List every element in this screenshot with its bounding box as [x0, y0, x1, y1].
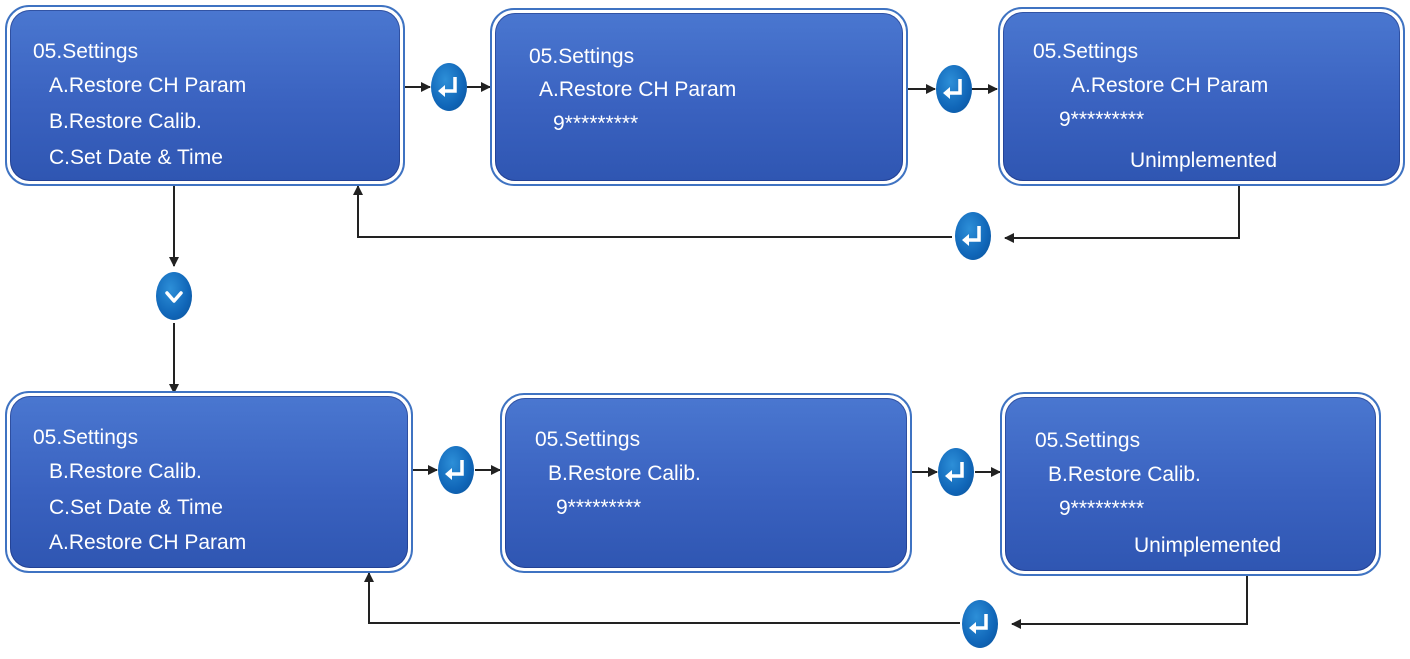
selected-item: B.Restore Calib. [1048, 463, 1201, 486]
arrow-enter6-to-s4 [364, 572, 960, 624]
screen-title: 05.Settings [33, 40, 139, 63]
arrow-s6-to-enter6 [1011, 576, 1248, 629]
lcd-panel: 05.Settings B.Restore Calib. 9********* … [1005, 397, 1376, 571]
status-message: Unimplemented [1134, 534, 1282, 557]
password-field: 9********* [556, 496, 642, 519]
selected-item: A.Restore CH Param [539, 78, 737, 101]
menu-item: A.Restore CH Param [49, 74, 247, 97]
screen-5: 05.Settings B.Restore Calib. 9********* [500, 393, 912, 573]
enter-icon [962, 600, 998, 648]
password-field: 9********* [553, 112, 639, 135]
enter-icon [936, 65, 972, 113]
screen-6: 05.Settings B.Restore Calib. 9********* … [1000, 392, 1381, 576]
selected-item: B.Restore Calib. [548, 462, 701, 485]
screen-3: 05.Settings A.Restore CH Param 9********… [998, 7, 1405, 186]
lcd-panel: 05.Settings A.Restore CH Param 9********… [495, 13, 903, 181]
screen-4: 05.Settings B.Restore Calib. C.Set Date … [5, 391, 413, 573]
password-field: 9********* [1059, 497, 1145, 520]
lcd-panel: 05.Settings A.Restore CH Param B.Restore… [10, 10, 400, 181]
status-message: Unimplemented [1130, 149, 1278, 172]
screen-title: 05.Settings [535, 428, 641, 451]
menu-item: B.Restore Calib. [49, 460, 202, 483]
lcd-panel: 05.Settings B.Restore Calib. C.Set Date … [10, 396, 408, 568]
selected-item: A.Restore CH Param [1071, 74, 1269, 97]
enter-icon [438, 446, 474, 494]
menu-item: C.Set Date & Time [49, 146, 223, 169]
password-field: 9********* [1059, 108, 1145, 131]
enter-icon [431, 63, 467, 111]
screen-title: 05.Settings [33, 426, 139, 449]
menu-item: C.Set Date & Time [49, 496, 223, 519]
menu-item: B.Restore Calib. [49, 110, 202, 133]
lcd-panel: 05.Settings B.Restore Calib. 9********* [505, 398, 907, 568]
screen-title: 05.Settings [1033, 40, 1139, 63]
screen-2: 05.Settings A.Restore CH Param 9********… [490, 8, 908, 186]
arrow-s3-to-enter3 [1004, 186, 1240, 243]
screen-1: 05.Settings A.Restore CH Param B.Restore… [5, 5, 405, 186]
arrow-enter3-to-s1 [353, 185, 952, 238]
menu-item: A.Restore CH Param [49, 531, 247, 554]
chevron-down-icon [156, 272, 192, 320]
screen-title: 05.Settings [529, 45, 635, 68]
enter-icon [938, 448, 974, 496]
enter-icon [955, 212, 991, 260]
lcd-panel: 05.Settings A.Restore CH Param 9********… [1003, 12, 1400, 181]
screen-title: 05.Settings [1035, 429, 1141, 452]
